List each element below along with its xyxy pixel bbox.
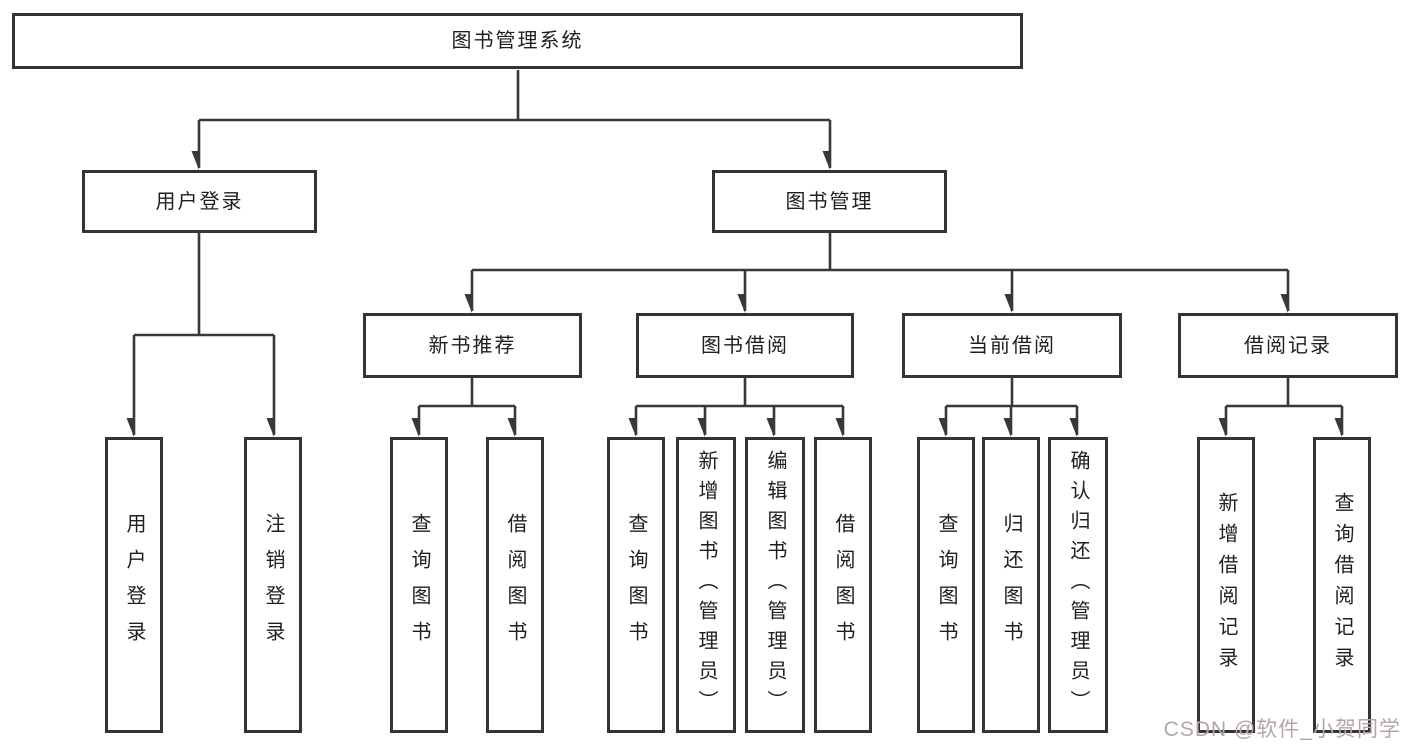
leaf-user-login: 用户登录 (105, 437, 163, 733)
leaf-borrow-book: 借阅图书 (814, 437, 872, 733)
leaf-current-query-book: 查询图书 (917, 437, 975, 733)
connector-current-group (946, 378, 1079, 435)
connector-borrow-group (636, 378, 845, 435)
node-user-login-label: 用户登录 (155, 190, 244, 213)
leaf-add-borrow-record: 新增借阅记录 (1197, 437, 1255, 733)
node-borrow-records-label: 借阅记录 (1244, 334, 1332, 357)
leaf-recommend-query-book: 查询图书 (390, 437, 448, 733)
leaf-recommend-borrow-book-label: 借阅图书 (504, 513, 526, 657)
connector-user-login-group (134, 233, 276, 435)
leaf-return-book: 归还图书 (982, 437, 1040, 733)
leaf-confirm-return-admin: 确认归还（管理员） (1048, 437, 1108, 733)
leaf-confirm-return-admin-label: 确认归还（管理员） (1067, 450, 1089, 720)
connector-book-mgmt-group (472, 233, 1290, 311)
leaf-borrow-book-label: 借阅图书 (832, 513, 854, 657)
leaf-borrow-query-book-label: 查询图书 (625, 513, 647, 657)
connector-root (199, 70, 832, 168)
leaf-logout-label: 注销登录 (262, 513, 284, 657)
node-borrow-records: 借阅记录 (1178, 313, 1398, 378)
leaf-add-book-admin: 新增图书（管理员） (676, 437, 736, 733)
node-book-mgmt: 图书管理 (712, 170, 947, 233)
node-new-book-recommend-label: 新书推荐 (428, 334, 517, 357)
csdn-watermark: CSDN @软件_小贺同学 (1163, 718, 1401, 741)
node-new-book-recommend: 新书推荐 (363, 313, 582, 378)
connector-records-group (1226, 378, 1344, 435)
leaf-return-book-label: 归还图书 (1000, 513, 1022, 657)
leaf-recommend-query-book-label: 查询图书 (408, 513, 430, 657)
leaf-borrow-query-book: 查询图书 (607, 437, 665, 733)
leaf-edit-book-admin-label: 编辑图书（管理员） (764, 450, 786, 720)
node-user-login: 用户登录 (82, 170, 317, 233)
node-root-system: 图书管理系统 (12, 13, 1023, 69)
leaf-current-query-book-label: 查询图书 (935, 513, 957, 657)
leaf-query-borrow-record: 查询借阅记录 (1313, 437, 1371, 733)
leaf-add-book-admin-label: 新增图书（管理员） (695, 450, 717, 720)
node-current-borrow-label: 当前借阅 (968, 334, 1056, 357)
leaf-logout: 注销登录 (244, 437, 302, 733)
leaf-user-login-label: 用户登录 (123, 513, 145, 657)
leaf-add-borrow-record-label: 新增借阅记录 (1215, 492, 1237, 678)
node-root-label: 图书管理系统 (451, 30, 584, 52)
leaf-edit-book-admin: 编辑图书（管理员） (745, 437, 805, 733)
node-current-borrow: 当前借阅 (902, 313, 1122, 378)
connector-recommend-group (419, 378, 517, 435)
node-book-mgmt-label: 图书管理 (785, 190, 874, 213)
node-book-borrow: 图书借阅 (636, 313, 854, 378)
node-book-borrow-label: 图书借阅 (701, 334, 789, 357)
leaf-query-borrow-record-label: 查询借阅记录 (1331, 492, 1353, 678)
leaf-recommend-borrow-book: 借阅图书 (486, 437, 544, 733)
